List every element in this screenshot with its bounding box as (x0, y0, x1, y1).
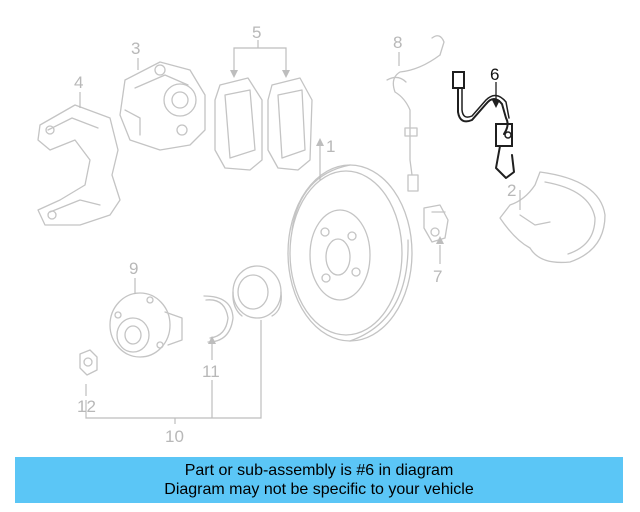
callout-5: 5 (252, 23, 261, 42)
callout-10: 10 (165, 427, 184, 446)
part-12-nut (79, 349, 98, 376)
part-5-brake-pads (214, 77, 313, 171)
part-10-wheel-bearing (232, 265, 282, 319)
banner-line-part-number: Part or sub-assembly is #6 in diagram (184, 462, 454, 479)
parts-diagram: 3 4 5 1 8 6 2 7 9 11 12 10 (37, 23, 606, 446)
part-4-caliper-bracket (37, 104, 121, 226)
part-3-caliper (119, 61, 206, 151)
callout-11: 11 (202, 362, 220, 381)
part-8-wear-sensor (386, 35, 445, 192)
info-banner: Part or sub-assembly is #6 in diagram Di… (15, 457, 623, 503)
callout-8: 8 (393, 33, 402, 52)
callout-4: 4 (74, 73, 83, 92)
callout-12: 12 (77, 397, 96, 416)
callout-3: 3 (131, 39, 140, 58)
part-11-snap-ring (203, 295, 234, 343)
callout-7: 7 (433, 267, 442, 286)
leader-lines (79, 40, 521, 424)
callout-labels: 3 4 5 1 8 6 2 7 9 11 12 10 (74, 23, 516, 446)
part-1-brake-rotor (287, 164, 413, 342)
callout-9: 9 (129, 259, 138, 278)
banner-line-disclaimer: Diagram may not be specific to your vehi… (164, 481, 474, 498)
part-2-splash-shield (499, 171, 606, 264)
callout-2: 2 (507, 181, 516, 200)
part-6-brake-hose (452, 71, 515, 179)
callout-6: 6 (490, 65, 499, 84)
part-9-hub (109, 292, 183, 358)
callout-1: 1 (326, 137, 335, 156)
part-7-speed-sensor (423, 204, 449, 243)
leader-arrowheads (208, 70, 444, 344)
